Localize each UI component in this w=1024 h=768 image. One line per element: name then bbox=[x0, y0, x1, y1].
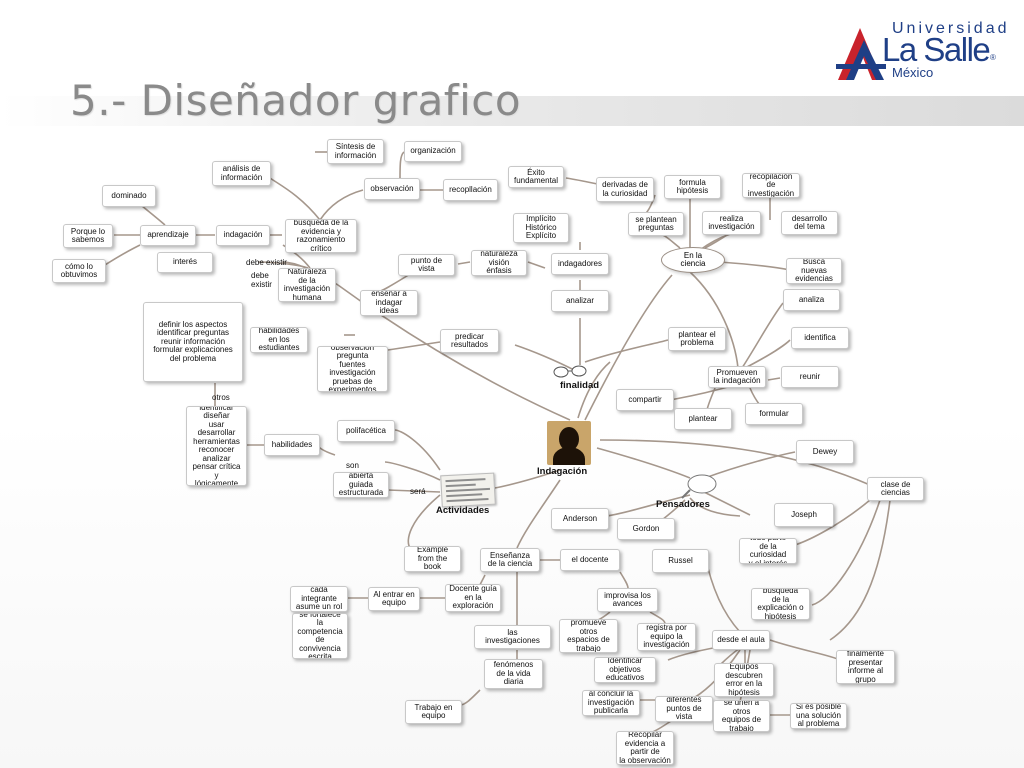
node-alconcluir: al concluir la investigación publicarla bbox=[582, 690, 640, 716]
node-dominado: dominado bbox=[102, 185, 156, 207]
link-label-otros: otros bbox=[212, 393, 230, 402]
link-label-debeexistir2: debe existir bbox=[251, 271, 272, 289]
link-label-debeexistir1: debe existir bbox=[246, 258, 287, 267]
node-improvisa: improvisa los avances bbox=[597, 588, 658, 612]
logo-universidad-text: Universidad bbox=[892, 20, 1010, 37]
node-clase: clase de ciencias bbox=[867, 477, 924, 501]
logo-lasalle-text: La Salle bbox=[882, 31, 991, 68]
node-gordon: Gordon bbox=[617, 518, 675, 540]
node-registra: registra por equipo la investigación bbox=[637, 623, 696, 651]
node-diferentes: diferentes puntos de vista bbox=[655, 696, 713, 722]
node-analizar: analizar bbox=[551, 290, 609, 312]
node-exito: Éxito fundamental bbox=[508, 166, 564, 188]
la-salle-logo-icon bbox=[836, 28, 886, 80]
hub-actividades: Actividades bbox=[436, 505, 490, 516]
node-habilidades2: habilidades bbox=[264, 434, 320, 456]
node-sefortalece: se fortalece la competencia de convivenc… bbox=[292, 613, 348, 659]
node-natvision: naturaleza visión énfasis bbox=[471, 250, 527, 276]
node-habilidades1: habilidades en los estudiantes bbox=[250, 327, 308, 353]
node-comolo: cómo lo obtuvimos bbox=[52, 259, 106, 283]
node-interes: interés bbox=[157, 252, 213, 273]
node-busca: Busca nuevas evidencias bbox=[786, 258, 842, 284]
hub-finalidad: finalidad bbox=[560, 380, 600, 391]
node-recopilar: Recopilar evidencia a partir de la obser… bbox=[616, 731, 674, 765]
node-ensenanza: Enseñanza de la ciencia bbox=[480, 548, 540, 572]
node-siesposible: Si es posible una solución al problema bbox=[790, 703, 847, 729]
node-finalmente: finalmente presentar informe al grupo bbox=[836, 650, 895, 684]
node-seplantean: se plantean preguntas bbox=[628, 212, 684, 236]
node-sintesis: Síntesis de información bbox=[327, 139, 384, 164]
node-trabajo: Trabajo en equipo bbox=[405, 700, 462, 724]
node-identobj: Identificar objetivos educativos bbox=[594, 657, 656, 683]
node-aprendizaje: aprendizaje bbox=[140, 225, 196, 246]
indagacion-silhouette-image bbox=[547, 421, 591, 465]
node-desarrollo: desarrollo del tema bbox=[781, 211, 838, 235]
node-porque: Porque lo sabemos bbox=[63, 224, 113, 248]
node-formula: formula hipótesis bbox=[664, 175, 721, 199]
node-dewey: Dewey bbox=[796, 440, 854, 464]
node-busqueda1: búsqueda de la evidencia y razonamiento … bbox=[285, 219, 357, 253]
node-polifacetica: polifacética bbox=[337, 420, 395, 442]
node-promueve2: promueve otros espacios de trabajo bbox=[559, 619, 618, 653]
node-organizacion: organización bbox=[404, 141, 462, 162]
node-abierta: abierta guiada estructurada bbox=[333, 472, 389, 498]
node-alentrar: Al entrar en equipo bbox=[368, 587, 420, 611]
node-observacion1: observación bbox=[364, 178, 420, 200]
node-todoparte: todo parte de la curiosidad y el interés bbox=[739, 538, 797, 564]
node-compartir: compartir bbox=[616, 389, 674, 411]
node-obspreg: observación pregunta fuentes investigaci… bbox=[317, 346, 388, 392]
node-reunir: reunir bbox=[781, 366, 839, 388]
node-equiposdesc: Equipos descubren error en la hipótesis bbox=[714, 663, 774, 697]
node-recopilacion2: recopilación de investigación bbox=[742, 173, 800, 198]
node-eldocente: el docente bbox=[560, 549, 620, 571]
node-ensenar: enseñar a indagar ideas bbox=[360, 290, 418, 316]
slide-title: 5.- Diseñador grafico bbox=[70, 76, 522, 125]
node-anderson: Anderson bbox=[551, 508, 609, 530]
node-docente: Docente guía en la exploración bbox=[445, 584, 501, 612]
node-definir: definir los aspectos identificar pregunt… bbox=[143, 302, 243, 382]
node-fenomenos: fenómenos de la vida diaria bbox=[484, 659, 543, 689]
node-seunen: se unen a otros equipos de trabajo bbox=[713, 700, 770, 732]
node-analisis: análisis de información bbox=[212, 161, 271, 186]
node-recopilacion1: recopllación bbox=[443, 179, 498, 201]
pensadores-magnifier-icon bbox=[681, 474, 717, 499]
logo-mexico-text: México bbox=[892, 65, 934, 80]
node-cada: cada integrante asume un rol bbox=[290, 586, 348, 612]
node-implicito: Implícito Histórico Explícito bbox=[513, 213, 569, 243]
node-lasinv: las investigaciones bbox=[474, 625, 551, 649]
node-indagacion: indagación bbox=[216, 225, 270, 246]
node-identificar: identificar diseñar usar desarrollar her… bbox=[186, 406, 247, 486]
finalidad-glasses-icon bbox=[553, 365, 587, 378]
node-puntovista1: punto de vista bbox=[398, 254, 455, 276]
link-label-sera: será bbox=[410, 487, 426, 496]
hub-pensadores: Pensadores bbox=[656, 499, 710, 510]
node-promueven1: Promueven la indagación bbox=[708, 366, 766, 388]
node-identifica: identifica bbox=[791, 327, 849, 349]
link-label-son: son bbox=[346, 461, 359, 470]
node-plantear2: plantear bbox=[674, 408, 732, 430]
node-plantear1: plantear el problema bbox=[668, 327, 726, 351]
node-realiza: realiza investigación bbox=[702, 211, 761, 235]
node-joseph: Joseph bbox=[774, 503, 834, 527]
node-desdeaula: desde el aula bbox=[712, 630, 770, 650]
node-indagadores: indagadores bbox=[551, 253, 609, 275]
node-analiza: analiza bbox=[783, 289, 840, 311]
node-russel: Russel bbox=[652, 549, 709, 573]
node-derivadas: derivadas de la curiosidad bbox=[596, 177, 654, 202]
logo-registered-mark: ® bbox=[990, 53, 996, 62]
title-band bbox=[0, 96, 1024, 126]
actividades-newspaper-image bbox=[440, 472, 496, 508]
node-predicar: predicar resultados bbox=[440, 329, 499, 353]
node-example: Example from the book bbox=[404, 546, 461, 572]
node-busqueda2: búsqueda de la explicación o hipótesis bbox=[751, 588, 810, 620]
bubble-enlaciencia: En la ciencia bbox=[661, 247, 725, 273]
node-formular: formular bbox=[745, 403, 803, 425]
hub-indagacion: Indagación bbox=[537, 466, 588, 477]
node-naturaleza: Naturaleza de la investigación humana bbox=[278, 268, 336, 302]
